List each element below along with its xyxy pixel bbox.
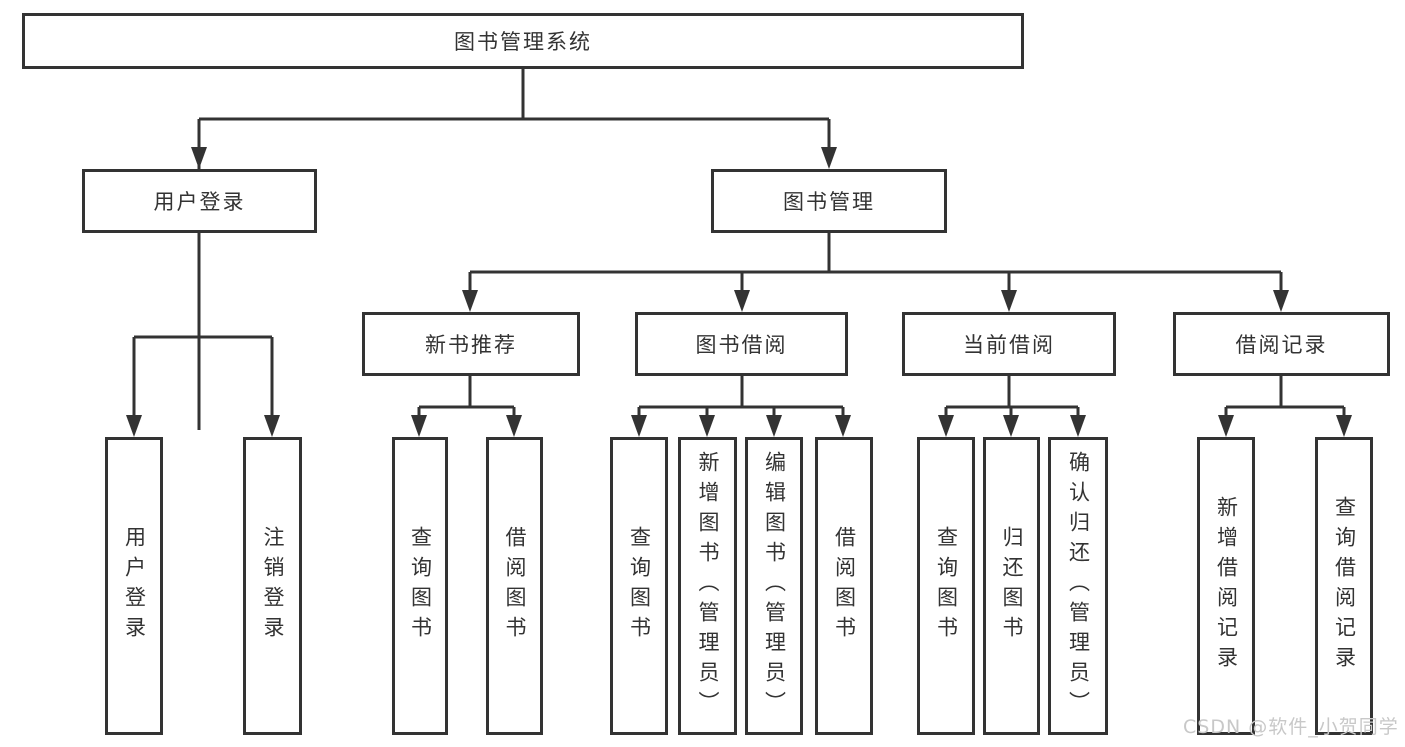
- node-leaf-return-book: 归还图书: [983, 437, 1040, 735]
- node-label: 图书管理: [783, 190, 875, 214]
- node-book-borrowing: 图书借阅: [635, 312, 848, 376]
- node-label: 借阅图书: [832, 526, 857, 646]
- node-label: 新增借阅记录: [1214, 496, 1239, 676]
- node-label: 用户登录: [153, 190, 246, 214]
- node-leaf-add-book-admin: 新增图书（管理员）: [678, 437, 737, 735]
- connector-borrow-record-to-leaves: [1224, 376, 1346, 433]
- node-label: 新增图书（管理员）: [696, 451, 720, 721]
- node-library-management-system: 图书管理系统: [22, 13, 1024, 69]
- node-label: 查询图书: [408, 526, 433, 646]
- node-book-management: 图书管理: [711, 169, 947, 233]
- node-label: 查询图书: [627, 526, 652, 646]
- node-label: 当前借阅: [963, 333, 1055, 357]
- connector-current-borrow-to-leaves: [944, 376, 1080, 433]
- node-current-borrowing: 当前借阅: [902, 312, 1116, 376]
- node-leaf-logout: 注销登录: [243, 437, 302, 735]
- node-leaf-edit-book-admin: 编辑图书（管理员）: [745, 437, 803, 735]
- node-leaf-query-books-current: 查询图书: [917, 437, 975, 735]
- node-new-book-recommendation: 新书推荐: [362, 312, 580, 376]
- node-label: 查询借阅记录: [1332, 496, 1357, 676]
- node-label: 查询图书: [934, 526, 959, 646]
- node-label: 归还图书: [1000, 526, 1024, 646]
- node-label: 借阅图书: [503, 526, 527, 646]
- node-leaf-query-books-borrow: 查询图书: [610, 437, 668, 735]
- node-leaf-borrow-books: 借阅图书: [815, 437, 873, 735]
- node-label: 用户登录: [122, 526, 147, 646]
- node-label: 注销登录: [261, 526, 285, 646]
- node-label: 新书推荐: [425, 333, 517, 357]
- connector-book-mgmt-to-level3: [468, 233, 1283, 308]
- connector-book-borrow-to-leaves: [637, 376, 845, 433]
- node-label: 编辑图书（管理员）: [762, 451, 787, 721]
- node-leaf-add-borrow-record: 新增借阅记录: [1197, 437, 1255, 735]
- node-leaf-borrow-books-recommend: 借阅图书: [486, 437, 543, 735]
- node-label: 确认归还（管理员）: [1066, 451, 1091, 721]
- node-user-login: 用户登录: [82, 169, 317, 233]
- node-leaf-query-borrow-record: 查询借阅记录: [1315, 437, 1373, 735]
- node-leaf-confirm-return-admin: 确认归还（管理员）: [1048, 437, 1108, 735]
- connector-new-book-to-leaves: [417, 376, 516, 433]
- node-label: 借阅记录: [1235, 333, 1328, 357]
- node-borrowing-records: 借阅记录: [1173, 312, 1390, 376]
- node-label: 图书管理系统: [454, 30, 592, 54]
- node-label: 图书借阅: [695, 333, 788, 357]
- connector-user-login-to-leaves: [132, 233, 274, 433]
- csdn-watermark: CSDN @软件_小贺同学: [1183, 716, 1399, 738]
- node-leaf-user-login: 用户登录: [105, 437, 163, 735]
- node-leaf-query-books-recommend: 查询图书: [392, 437, 448, 735]
